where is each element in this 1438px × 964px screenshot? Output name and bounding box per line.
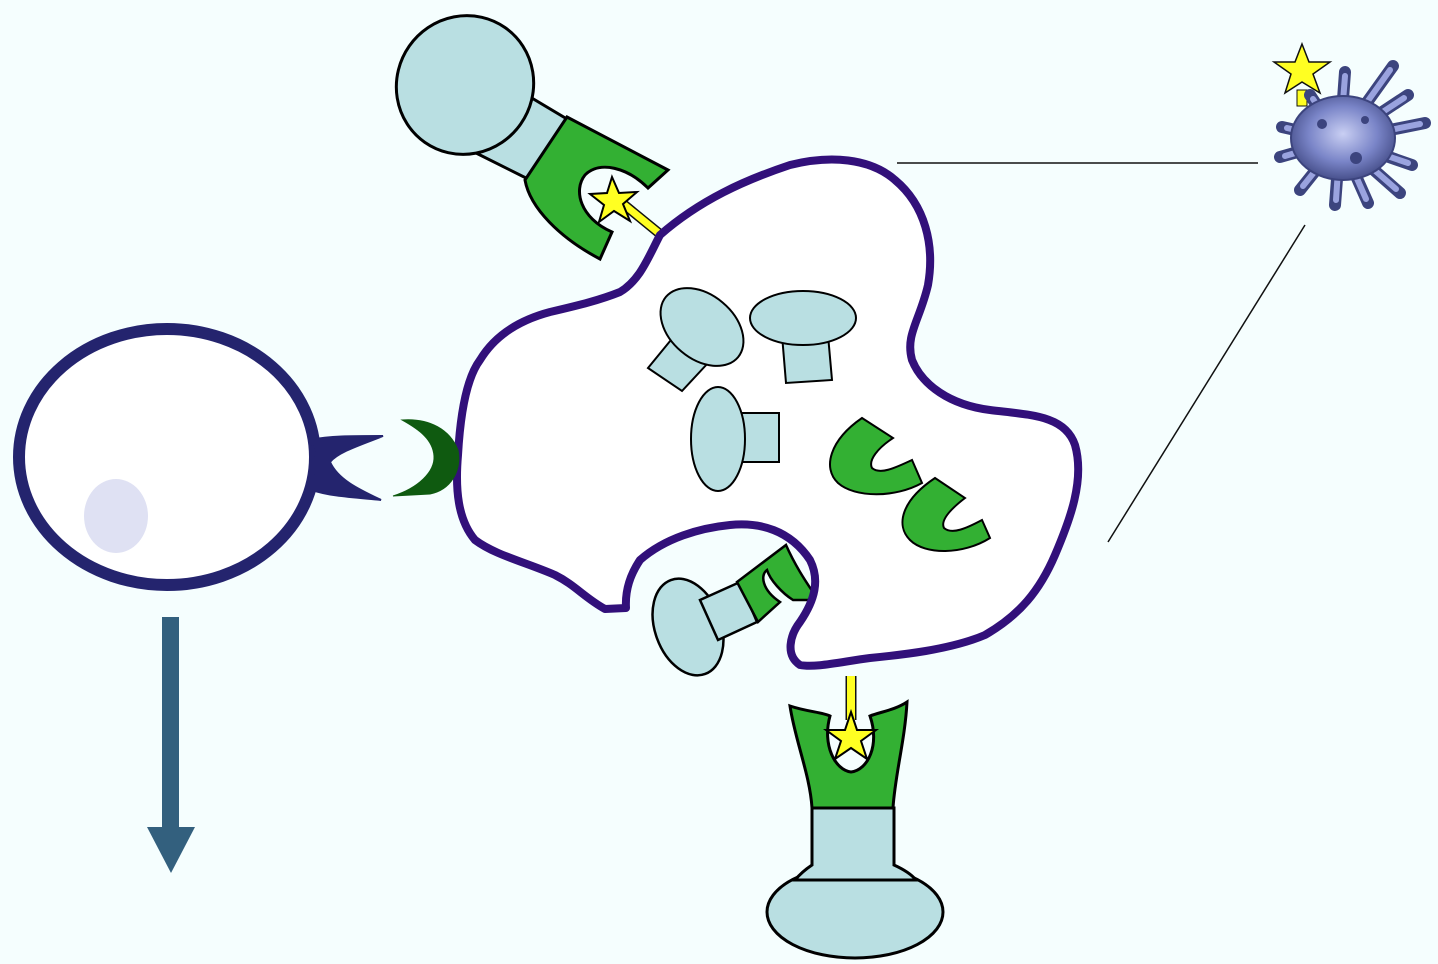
- receptor-cup-inner-notch: [735, 543, 821, 625]
- t-cell-nucleus: [84, 479, 148, 553]
- t-cell-body: [13, 323, 321, 591]
- internal-cup-2: [901, 476, 992, 552]
- t-cell: [13, 323, 384, 591]
- ligand-star-top: [587, 174, 640, 225]
- pathogen-star-icon: [1271, 41, 1333, 95]
- receptor-stem-bottom: [791, 806, 920, 882]
- mhc-crescent: [392, 419, 460, 497]
- pathogen: [1271, 41, 1431, 211]
- ligand-star-bottom: [822, 708, 880, 762]
- zoom-lines: [897, 162, 1306, 543]
- tcr-receptor: [308, 435, 384, 501]
- receptor-top-left: [394, 14, 671, 262]
- internal-receptor-2: [749, 290, 857, 385]
- receptor-cup-top-left: [523, 115, 671, 262]
- receptor-head-top-left: [394, 14, 536, 156]
- internal-receptor-3: [690, 386, 780, 492]
- internal-receptors: [646, 287, 857, 492]
- output-arrow: [147, 617, 195, 873]
- receptor-inner-notch: [651, 543, 821, 677]
- receptor-cup-bottom: [788, 699, 909, 810]
- zoom-line-bottom: [1107, 224, 1306, 543]
- virus-icon: [1274, 60, 1431, 211]
- internal-cups: [829, 416, 992, 552]
- internal-cup-1: [829, 416, 924, 496]
- receptor-bottom: [765, 676, 945, 960]
- internal-receptor-1: [646, 287, 745, 393]
